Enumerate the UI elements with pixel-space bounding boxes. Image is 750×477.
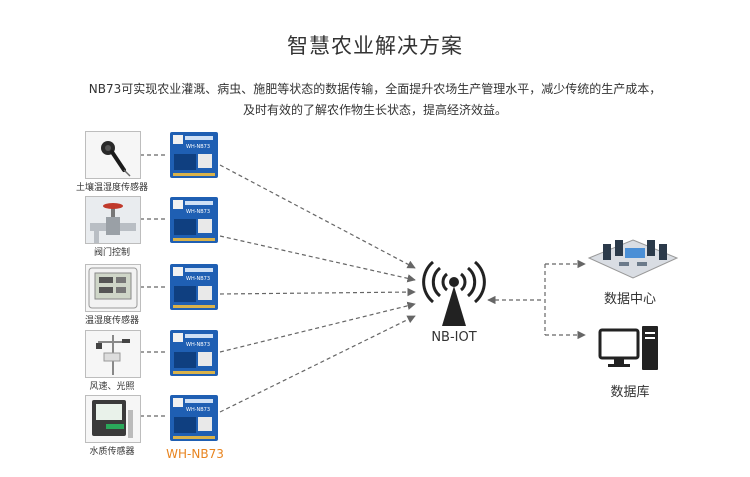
module-board-text: WH-NB73 xyxy=(186,407,210,413)
uplink-1 xyxy=(219,164,416,269)
description-line-2: 及时有效的了解农作物生长状态，提高经济效益。 xyxy=(242,103,507,117)
weather-station-icon xyxy=(96,335,130,375)
data-center-icon xyxy=(587,239,679,279)
module-2: WH-NB73 xyxy=(170,197,218,243)
module-board-icon: WH-NB73 xyxy=(173,267,215,308)
module-label: WH-NB73 xyxy=(166,447,224,461)
sensor-label-soil: 土壤温湿度传感器 xyxy=(75,183,148,193)
sensor-water xyxy=(85,395,141,443)
sensor-label-weather: 风速、光照 xyxy=(89,382,135,392)
uplink-5 xyxy=(219,315,416,413)
description-line-1: NB73可实现农业灌溉、病虫、施肥等状态的数据传输，全面提升农场生产管理水平，减… xyxy=(88,82,662,96)
database-label: 数据库 xyxy=(610,385,650,400)
module-1: WH-NB73 xyxy=(170,132,218,178)
valve-icon xyxy=(86,197,140,243)
module-board-text: WH-NB73 xyxy=(186,144,210,150)
module-3: WH-NB73 xyxy=(170,264,218,310)
sensor-thermo xyxy=(85,264,141,312)
module-board-icon: WH-NB73 xyxy=(173,200,215,241)
uplink-3 xyxy=(219,287,416,297)
module-board-icon: WH-NB73 xyxy=(173,333,215,374)
uplink-2 xyxy=(219,235,416,283)
sensor-label-valve: 阀门控制 xyxy=(93,248,130,258)
antenna-tower-icon xyxy=(422,260,486,326)
hub-label: NB-IOT xyxy=(431,330,477,345)
sensor-label-thermo: 温湿度传感器 xyxy=(84,316,139,326)
module-board-icon: WH-NB73 xyxy=(173,135,215,176)
module-board-icon: WH-NB73 xyxy=(173,398,215,439)
uplink-4 xyxy=(219,301,416,353)
sensor-soil xyxy=(85,131,141,179)
module-4: WH-NB73 xyxy=(170,330,218,376)
computer-icon xyxy=(598,326,658,370)
data-center-label: 数据中心 xyxy=(603,292,656,307)
thermo-hygrometer-icon xyxy=(88,267,138,309)
sensor-weather xyxy=(85,330,141,378)
module-board-text: WH-NB73 xyxy=(186,342,210,348)
module-board-text: WH-NB73 xyxy=(186,276,210,282)
soil-probe-icon xyxy=(101,141,131,177)
page-title: 智慧农业解决方案 xyxy=(287,34,463,58)
module-5: WH-NB73 xyxy=(170,395,218,441)
water-quality-meter-icon xyxy=(92,400,133,438)
sensor-label-water: 水质传感器 xyxy=(89,447,135,457)
sensor-valve xyxy=(85,196,141,244)
module-board-text: WH-NB73 xyxy=(186,209,210,215)
